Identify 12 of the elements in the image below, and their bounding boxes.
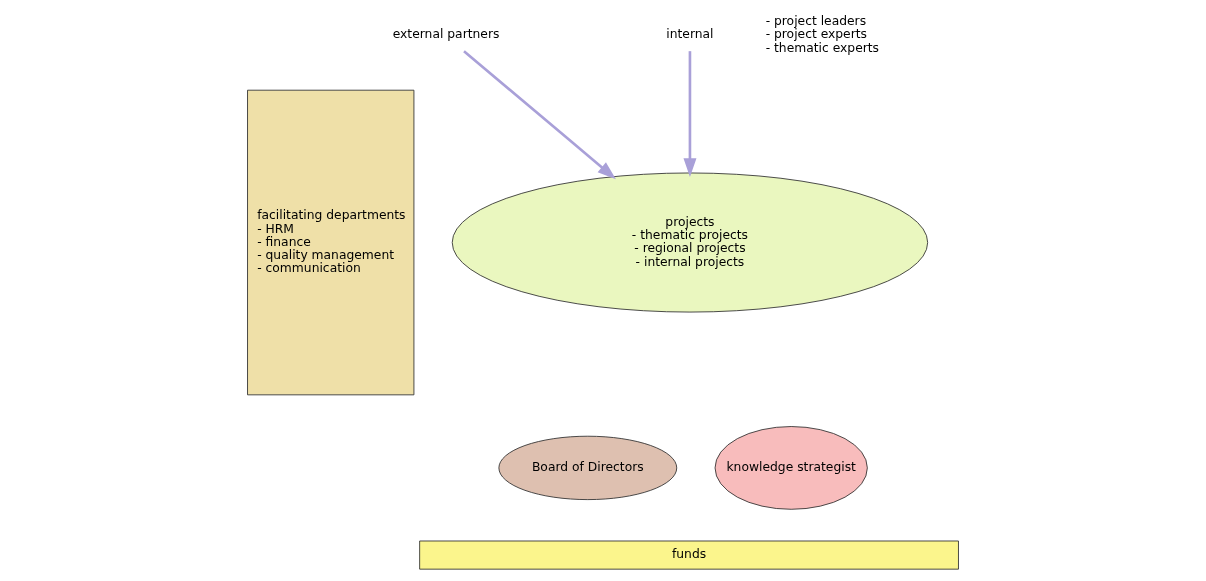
node-label: - project leaders (765, 14, 867, 29)
node-text: external partners (392, 27, 500, 42)
arrow (463, 50, 616, 180)
node-text: internal (666, 27, 714, 42)
node-label: - project experts (765, 27, 868, 42)
node-ellipse: Board of Directors (498, 435, 678, 501)
arrow (683, 51, 697, 177)
node-ellipse: knowledge strategist (714, 426, 868, 510)
node-box: facilitating departments - HRM - finance - quality management - communication (247, 89, 415, 396)
node-label: - thematic experts (765, 40, 880, 55)
node-box: funds (419, 540, 959, 570)
node-ellipse: projects - thematic projects - regional projects - internal projects (451, 172, 929, 313)
